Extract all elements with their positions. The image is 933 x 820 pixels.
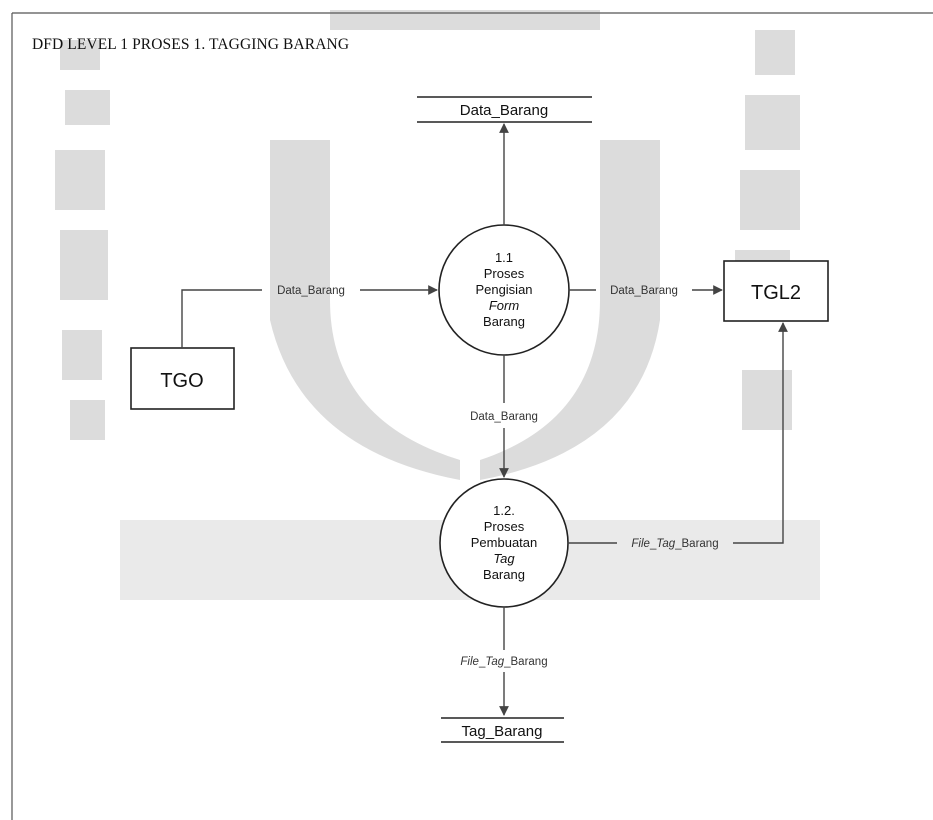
entity-tgl2-label: TGL2 bbox=[751, 282, 801, 304]
store-data-barang: Data_Barang bbox=[417, 97, 592, 122]
store-data-barang-label: Data_Barang bbox=[460, 102, 548, 119]
process-1-2: 1.2. Proses Pembuatan Tag Barang bbox=[440, 479, 568, 607]
entity-tgo-label: TGO bbox=[160, 370, 203, 392]
process-1-1-number: 1.1 bbox=[495, 250, 513, 265]
process-1-1-line4: Barang bbox=[483, 314, 525, 329]
process-1-1-line1: Proses bbox=[484, 266, 525, 281]
process-1-2-line2: Pembuatan bbox=[471, 535, 538, 550]
flow-p2-to-store-label: File_Tag_Barang bbox=[460, 656, 547, 668]
process-1-2-line4: Barang bbox=[483, 567, 525, 582]
flow-p2-to-tgl2-label: File_Tag_Barang bbox=[631, 538, 718, 550]
process-1-2-line3: Tag bbox=[493, 551, 515, 566]
flow-p2-to-tgl2: File_Tag_Barang bbox=[568, 323, 783, 550]
flow-p1-to-p2-label: Data_Barang bbox=[470, 411, 538, 423]
process-1-2-number: 1.2. bbox=[493, 503, 515, 518]
entity-tgl2: TGL2 bbox=[724, 261, 828, 321]
flow-p1-to-p2: Data_Barang bbox=[470, 355, 538, 477]
process-1-2-line1: Proses bbox=[484, 519, 525, 534]
store-tag-barang: Tag_Barang bbox=[441, 718, 564, 742]
flow-tgo-to-p1: Data_Barang bbox=[182, 285, 437, 348]
process-1-1-line2: Pengisian bbox=[475, 282, 532, 297]
flow-p1-to-tgl2: Data_Barang bbox=[569, 285, 722, 297]
process-1-1-line3: Form bbox=[489, 298, 520, 313]
flow-tgo-to-p1-label: Data_Barang bbox=[277, 285, 345, 297]
store-tag-barang-label: Tag_Barang bbox=[462, 723, 543, 740]
process-1-1: 1.1 Proses Pengisian Form Barang bbox=[439, 225, 569, 355]
entity-tgo: TGO bbox=[131, 348, 234, 409]
flow-p1-to-tgl2-label: Data_Barang bbox=[610, 285, 678, 297]
flow-p2-to-store: File_Tag_Barang bbox=[460, 607, 547, 715]
